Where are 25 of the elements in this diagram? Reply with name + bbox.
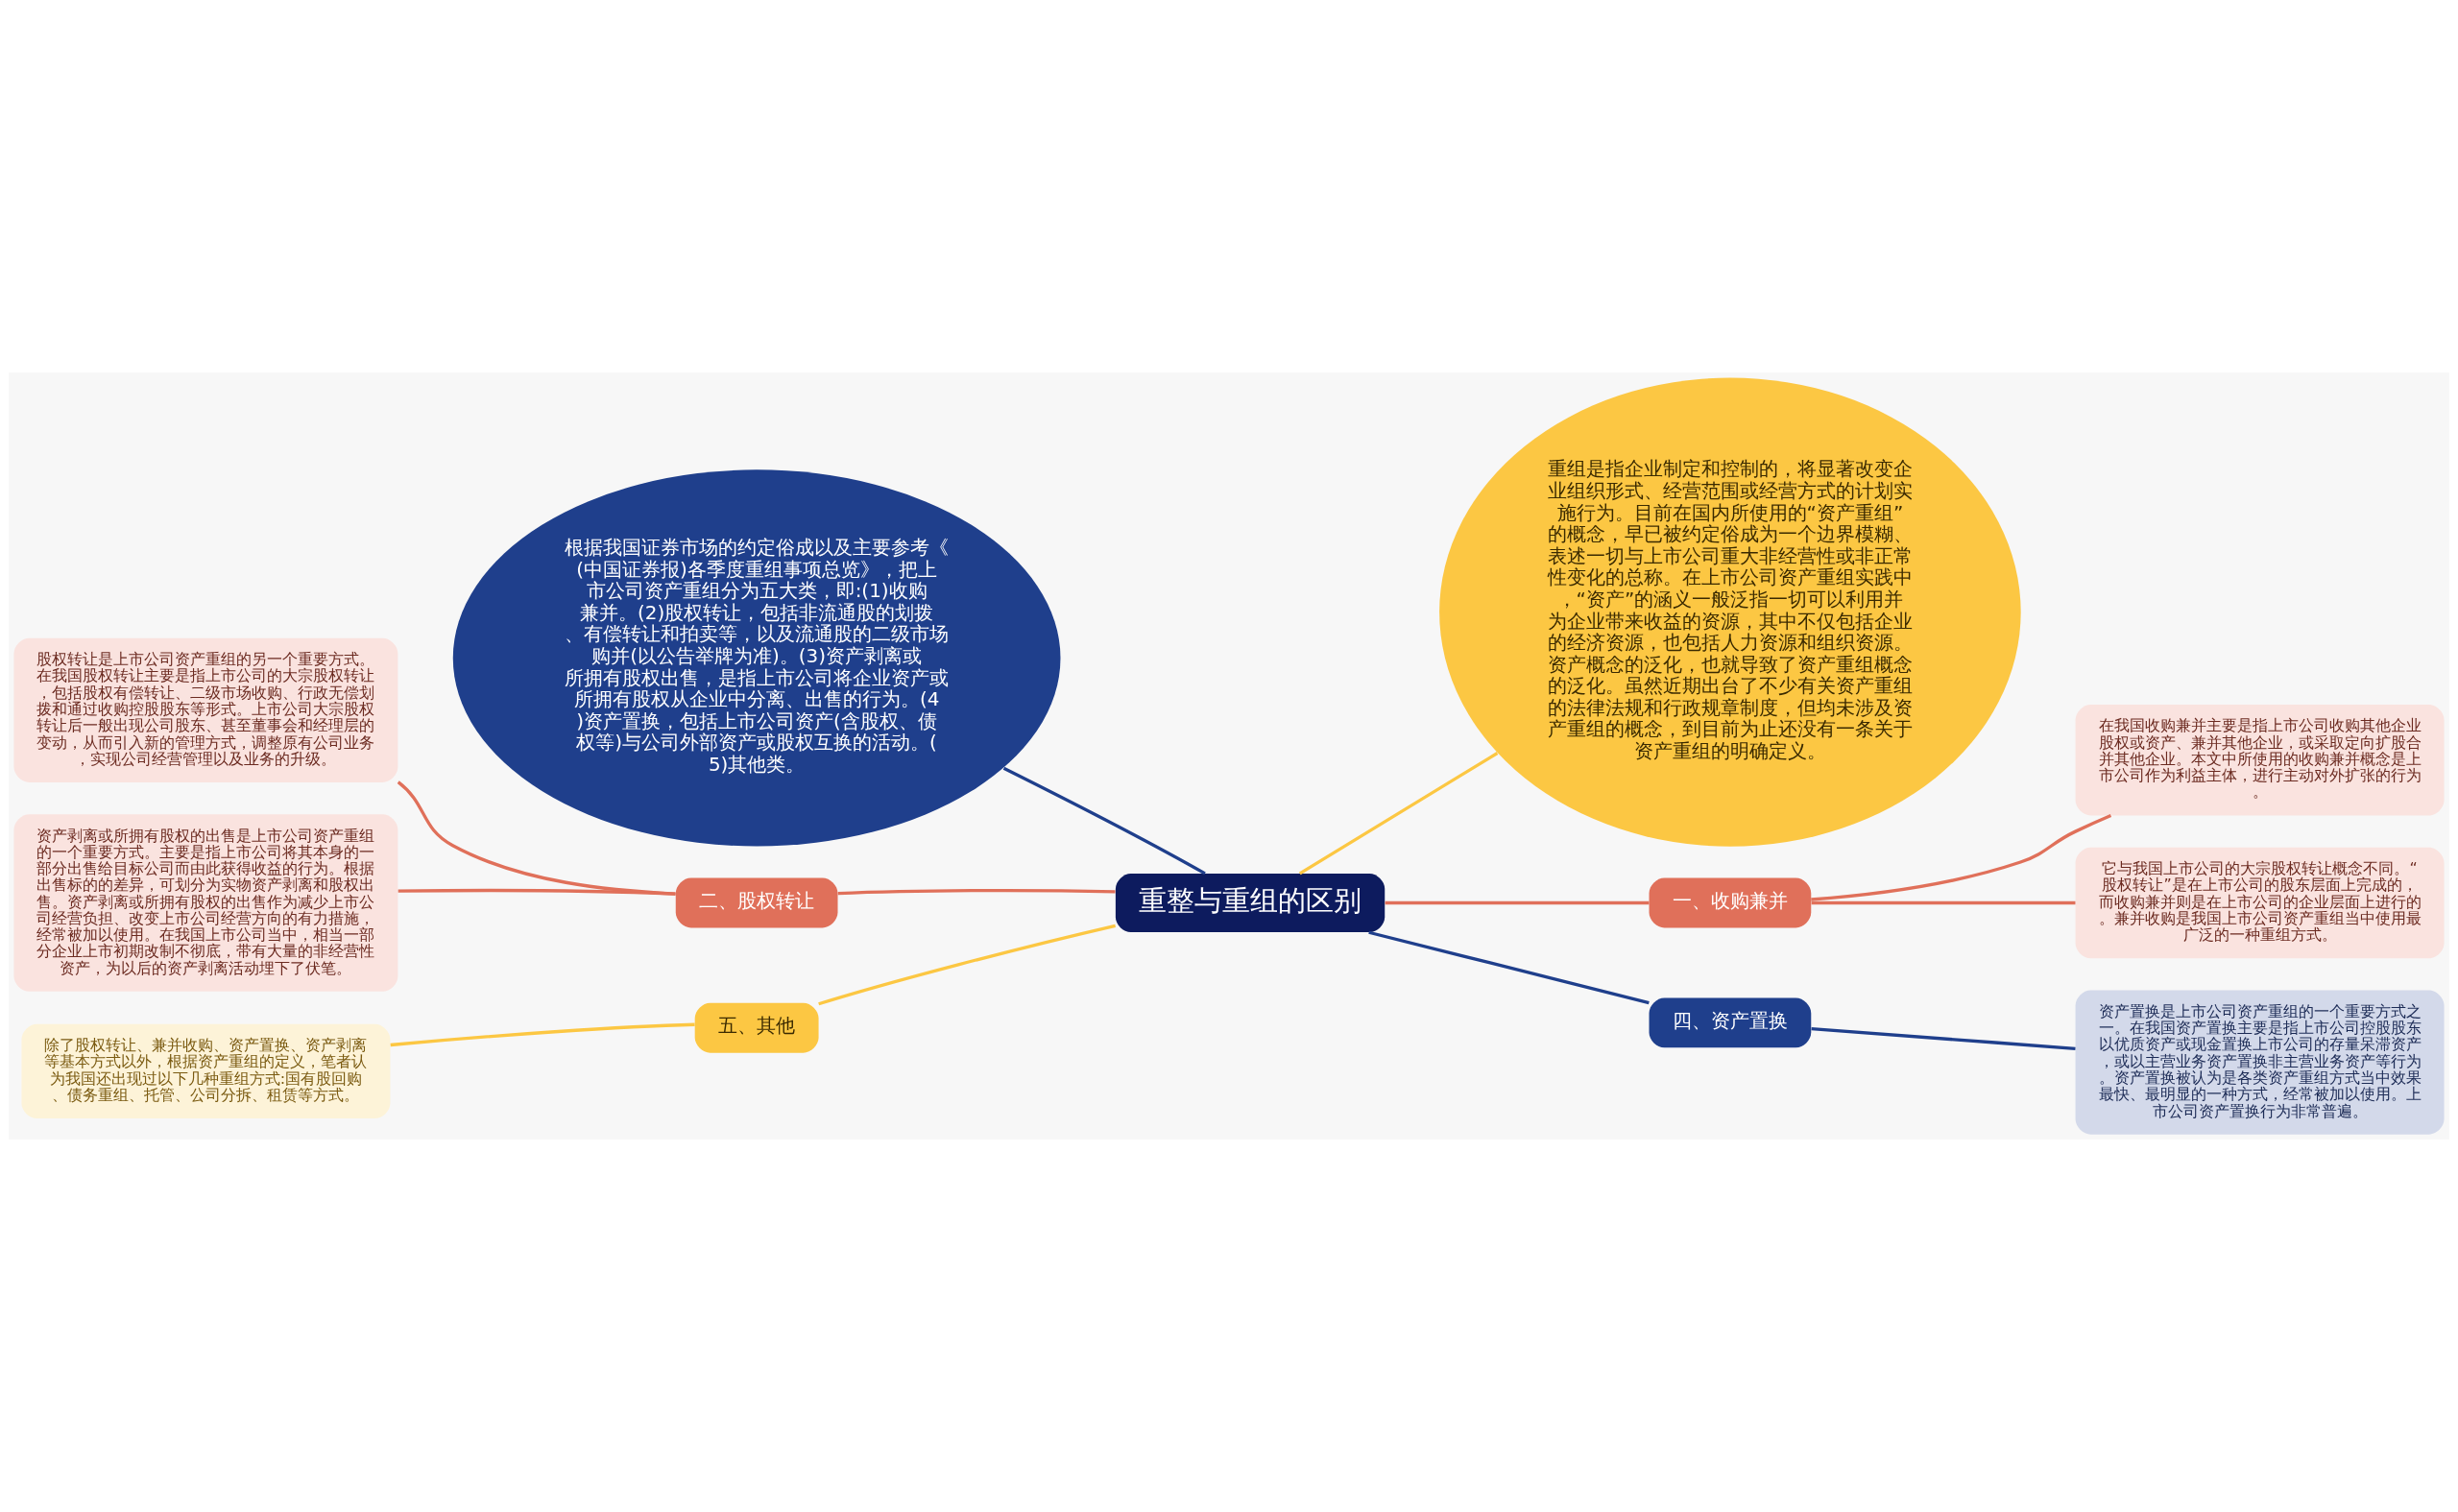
node-box: 重整与重组的区别 xyxy=(1115,873,1386,933)
node-box: 资产剥离或所拥有股权的出售是上市公司资产重组的一个重要方式。主要是指上市公司将其本身的一部分出售给目标公司而由此获得收益的行为。根据出售标的的差异，可划分为实物资产剥离和股权出售。资产剥离或所拥有股权的出售作为减少上市公司经营负担、改变上市公司经营方向的有力措施，经常被加以使用。在我国上市公司当中，相当一部分企业上市初期改制不彻底，带有大量的非经营性资产，为以后的资产剥离活动埋下了伏笔。 xyxy=(13,814,398,992)
node-ellipse: 重组是指企业制定和控制的，将显著改变企业组织形式、经营范围或经营方式的计划实施行为。目前在国内所使用的“资产重组”的概念，早已被约定俗成为一个边界模糊、表述一切与上市公司重大非经营性或非正常性变化的总称。在上市公司资产重组实践中，“资产”的涵义一般泛指一切可以利用并为企业带来收益的资源，其中不仅包括企业的经济资源，也包括人力资源和组织资源。资产概念的泛化，也就导致了资产重组概念的泛化。虽然近期出台了不少有关资产重组的法律法规和行政规章制度，但均未涉及资产重组的概念，到目前为止还没有一条关于资产重组的明确定义。 xyxy=(1439,377,2021,847)
connector xyxy=(1811,900,2076,905)
node-box: 在我国收购兼并主要是指上市公司收购其他企业股权或资产、兼并其他企业，或采取定向扩股合并其他企业。本文中所使用的收购兼并概念是上市公司作为利益主体，进行主动对外扩张的行为。 xyxy=(2075,704,2445,816)
connector xyxy=(1811,814,2112,901)
node-box: 一、收购兼并 xyxy=(1649,877,1812,928)
node-box: 它与我国上市公司的大宗股权转让概念不同。“股权转让”是在上市公司的股东层面上完成的，而收购兼并则是在上市公司的企业层面上进行的。兼并收购是我国上市公司资产重组当中使用最广泛的一种重组方式。 xyxy=(2075,847,2445,959)
connector xyxy=(1002,766,1206,876)
node-ellipse: 根据我国证券市场的约定俗成以及主要参考《(中国证券报)各季度重组事项总览》，把上市公司资产重组分为五大类，即:(1)收购兼并。(2)股权转让，包括非流通股的划拨、有偿转让和拍卖等，以及流通股的二级市场购并(以公告举牌为准)。(3)资产剥离或所拥有股权出售，是指上市公司将企业资产或所拥有股权从企业中分离、出售的行为。(4)资产置换，包括上市公司资产(含股权、债权等)与公司外部资产或股权互换的活动。(5)其他类。 xyxy=(452,469,1061,847)
connector xyxy=(837,888,1116,896)
connector xyxy=(1298,752,1499,876)
connector xyxy=(1811,1027,2076,1050)
connector xyxy=(390,1022,695,1047)
connector xyxy=(398,888,676,896)
node-box: 资产置换是上市公司资产重组的一个重要方式之一。在我国资产置换主要是指上市公司控股股东以优质资产或现金置换上市公司的存量呆滞资产，或以主营业务资产置换非主营业务资产等行为。资产置换被认为是各类资产重组方式当中效果最快、最明显的一种方式，经常被加以使用。上市公司资产置换行为非常普遍。 xyxy=(2075,990,2445,1135)
node-box: 除了股权转让、兼并收购、资产置换、资产剥离等基本方式以外，根据资产重组的定义，笔者认为我国还出现过以下几种重组方式:国有股回购、债务重组、托管、公司分拆、租赁等方式。 xyxy=(21,1023,391,1119)
node-box: 五、其他 xyxy=(694,1002,819,1053)
connector xyxy=(1368,930,1650,1005)
connector xyxy=(397,780,676,896)
node-box: 四、资产置换 xyxy=(1649,997,1812,1048)
node-box: 股权转让是上市公司资产重组的另一个重要方式。在我国股权转让主要是指上市公司的大宗股权转让，包括股权有偿转让、二级市场收购、行政无偿划拨和通过收购控股股东等形式。上市公司大宗股权转让后一般出现公司股东、甚至董事会和经理层的变动，从而引入新的管理方式，调整原有公司业务，实现公司经营管理以及业务的升级。 xyxy=(13,637,398,782)
connector xyxy=(818,924,1116,1006)
node-box: 二、股权转让 xyxy=(675,877,838,928)
connector xyxy=(1385,900,1650,905)
